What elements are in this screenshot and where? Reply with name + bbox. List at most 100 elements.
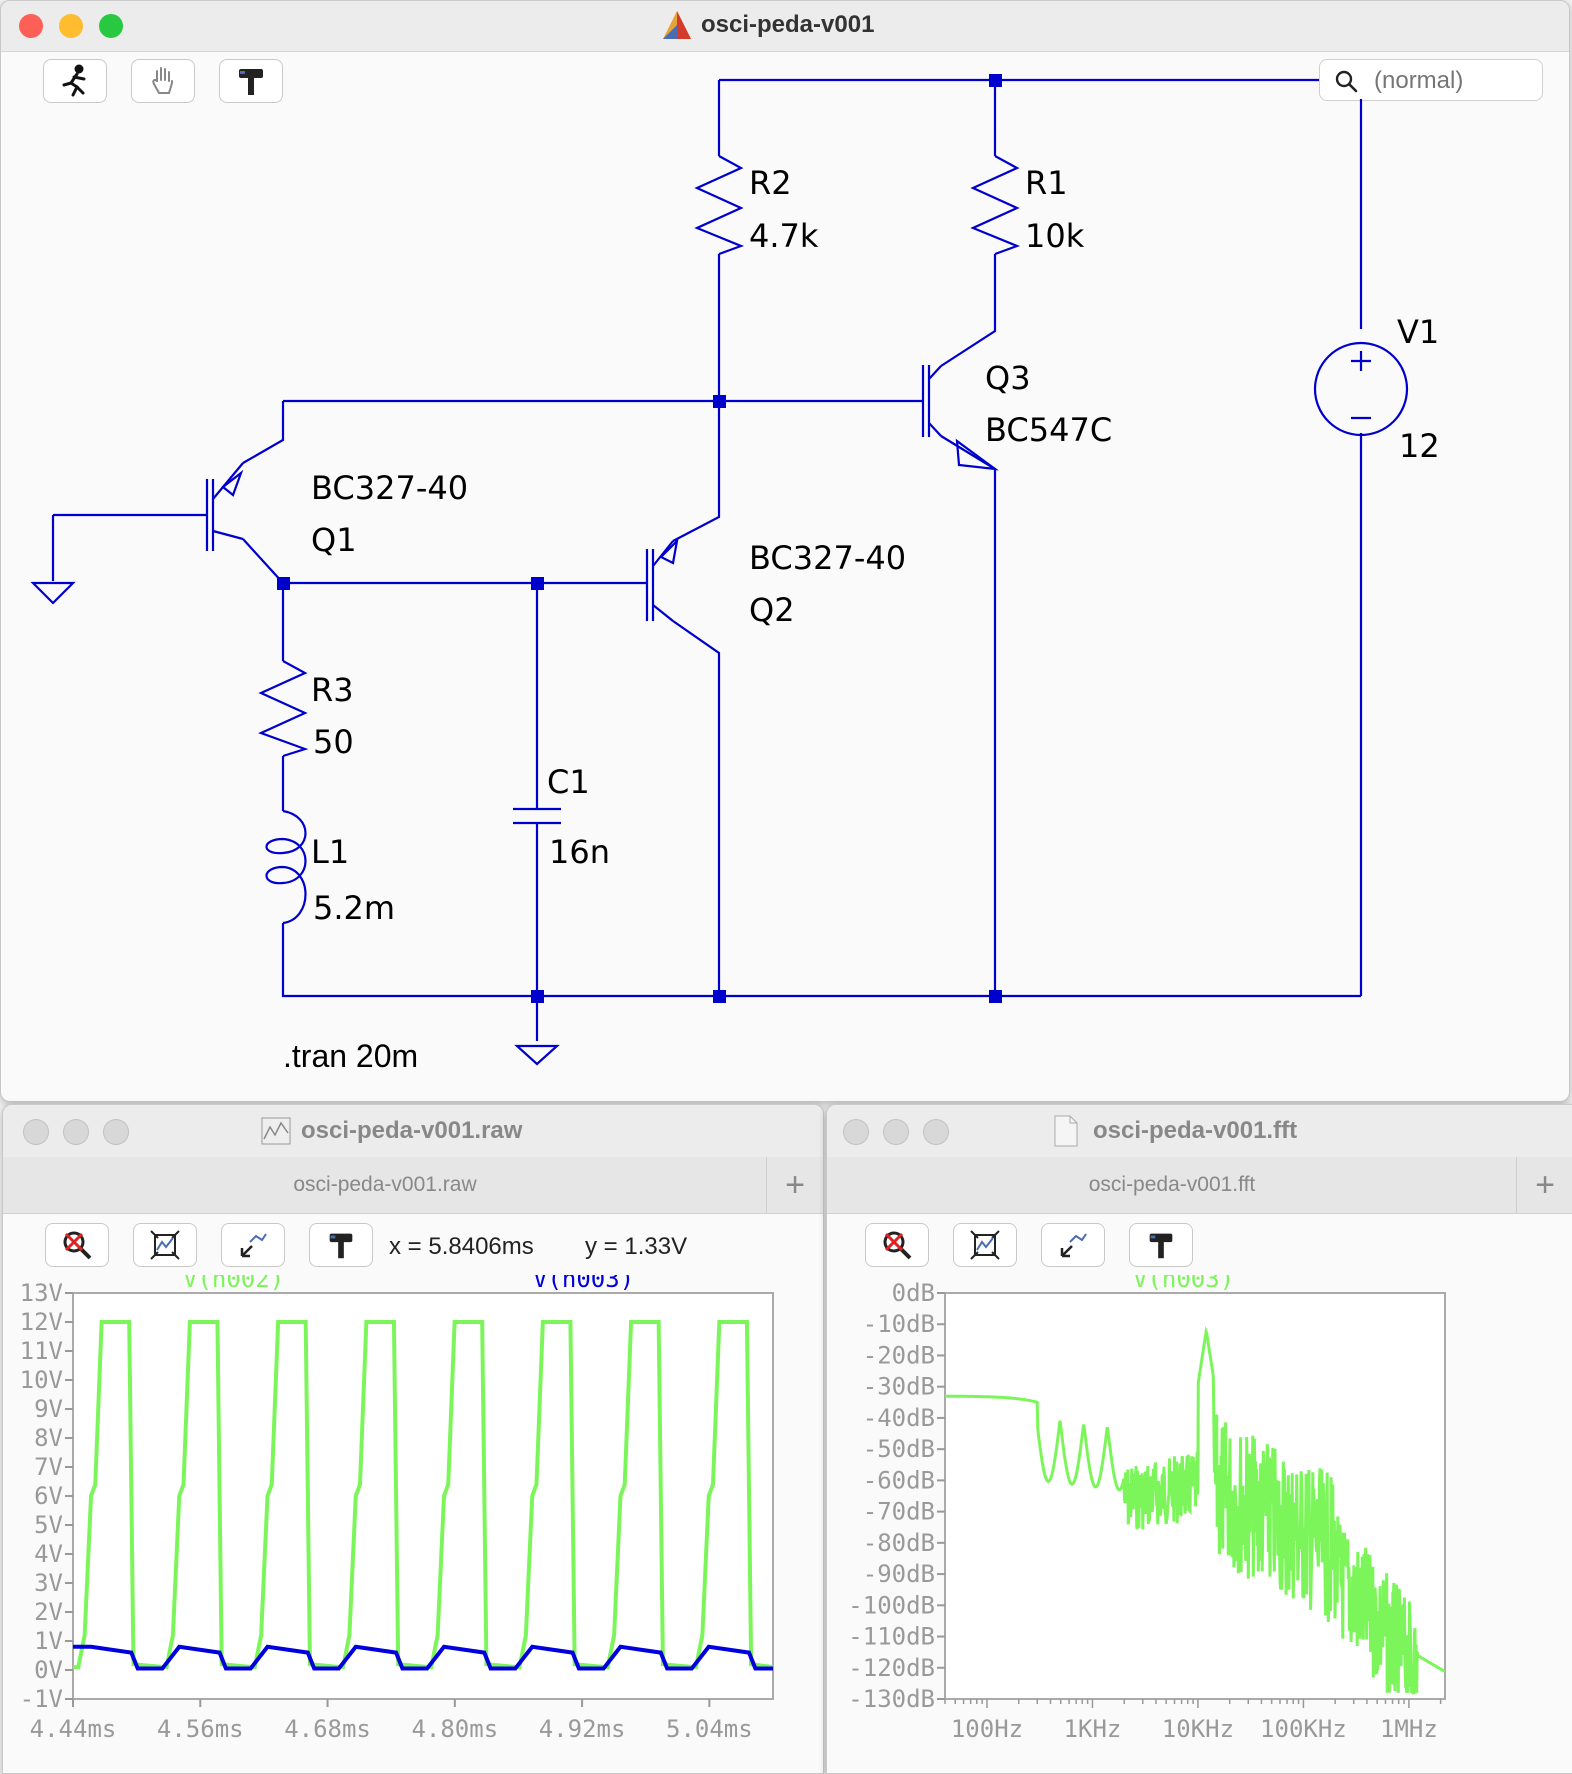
y-tick-label: 4V <box>34 1540 63 1568</box>
search-field[interactable] <box>1319 59 1543 101</box>
schematic-canvas[interactable]: R2 4.7k R1 10k V1 12 Q3 BC547C BC327-40 … <box>1 51 1569 1101</box>
fft-plot[interactable]: 0dB-10dB-20dB-30dB-40dB-50dB-60dB-70dB-8… <box>827 1275 1572 1773</box>
x-tick-label: 1KHz <box>1064 1715 1122 1743</box>
series-v-n003-line[interactable] <box>73 1644 773 1671</box>
zoom-back-button[interactable] <box>1041 1223 1105 1267</box>
hammer-button[interactable] <box>309 1223 373 1267</box>
fft-window[interactable]: osci-peda-v001.fft osci-peda-v001.fft + … <box>826 1104 1572 1774</box>
zoom-back-icon <box>240 1233 267 1258</box>
zoom-full-button[interactable] <box>133 1223 197 1267</box>
zoom-back-button[interactable] <box>221 1223 285 1267</box>
y-tick-label: -90dB <box>863 1560 935 1588</box>
pan-button[interactable] <box>131 59 195 103</box>
schematic-titlebar[interactable]: osci-peda-v001 <box>1 1 1569 52</box>
x-tick-label: 4.80ms <box>411 1715 498 1743</box>
q1-model: BC327-40 <box>311 469 468 507</box>
zoom-full-button[interactable] <box>953 1223 1017 1267</box>
minimize-button[interactable] <box>63 1119 89 1145</box>
x-tick-label: 4.56ms <box>157 1715 244 1743</box>
y-tick-label: 9V <box>34 1395 63 1423</box>
waveform-file-icon <box>261 1117 291 1145</box>
hand-icon <box>152 67 173 94</box>
x-tick-label: 1MHz <box>1380 1715 1438 1743</box>
l1-symbol[interactable] <box>265 809 307 925</box>
q2-name: Q2 <box>749 591 795 629</box>
fft-title: osci-peda-v001.fft <box>1093 1117 1298 1144</box>
run-icon <box>62 64 86 97</box>
add-tab-button[interactable]: + <box>1516 1157 1572 1213</box>
hammer-button[interactable] <box>1129 1223 1193 1267</box>
zoom-cancel-button[interactable] <box>865 1223 929 1267</box>
y-tick-label: -50dB <box>863 1435 935 1463</box>
v1-name: V1 <box>1397 313 1439 351</box>
hammer-button[interactable] <box>219 59 283 103</box>
junctions <box>277 74 1002 1003</box>
y-tick-label: -30dB <box>863 1373 935 1401</box>
minimize-button[interactable] <box>883 1119 909 1145</box>
v1-symbol[interactable] <box>1313 341 1409 437</box>
legend-v-n002[interactable]: V(n002) <box>183 1275 284 1293</box>
run-button[interactable] <box>43 59 107 103</box>
x-tick-label: 10KHz <box>1162 1715 1234 1743</box>
r1-value: 10k <box>1025 217 1085 255</box>
y-tick-label: 13V <box>20 1279 63 1307</box>
waveform-tab[interactable]: osci-peda-v001.raw <box>293 1173 477 1196</box>
c1-value: 16n <box>549 833 610 871</box>
close-button[interactable] <box>19 14 43 38</box>
y-tick-label: 6V <box>34 1482 63 1510</box>
series-v-n003-spectrum[interactable] <box>945 1326 1446 1695</box>
zoom-button[interactable] <box>923 1119 949 1145</box>
hammer-icon <box>239 69 263 95</box>
x-tick-label: 100Hz <box>951 1715 1023 1743</box>
waveform-titlebar[interactable]: osci-peda-v001.raw <box>3 1105 823 1158</box>
legend-v-n003[interactable]: V(n003) <box>533 1275 634 1293</box>
y-tick-label: -80dB <box>863 1529 935 1557</box>
x-tick-label: 4.68ms <box>284 1715 371 1743</box>
zoom-button[interactable] <box>103 1119 129 1145</box>
fft-tab[interactable]: osci-peda-v001.fft <box>1088 1173 1256 1196</box>
y-tick-label: 2V <box>34 1598 63 1626</box>
minimize-button[interactable] <box>59 14 83 38</box>
zoom-cancel-icon <box>883 1231 912 1260</box>
y-tick-label: -110dB <box>848 1623 935 1651</box>
q2-symbol[interactable] <box>645 537 679 622</box>
y-tick-label: 12V <box>20 1308 63 1336</box>
c1-symbol[interactable] <box>513 807 561 825</box>
r3-value: 50 <box>313 723 354 761</box>
fft-file-icon <box>1054 1115 1078 1147</box>
y-tick-label: 0V <box>34 1656 63 1684</box>
zoom-cancel-button[interactable] <box>45 1223 109 1267</box>
fft-titlebar[interactable]: osci-peda-v001.fft <box>827 1105 1572 1158</box>
y-tick-label: 3V <box>34 1569 63 1597</box>
add-tab-button[interactable]: + <box>766 1157 823 1213</box>
legend-v-n003[interactable]: V(n003) <box>1133 1275 1234 1293</box>
c1-name: C1 <box>547 763 590 801</box>
y-tick-label: 11V <box>20 1337 63 1365</box>
r3-symbol[interactable] <box>258 660 309 758</box>
r1-symbol[interactable] <box>970 155 1021 256</box>
y-tick-label: -60dB <box>863 1466 935 1494</box>
close-button[interactable] <box>843 1119 869 1145</box>
zoom-button[interactable] <box>99 14 123 38</box>
zoom-full-icon <box>150 1230 180 1260</box>
search-input[interactable] <box>1372 66 1536 96</box>
y-tick-label: -20dB <box>863 1341 935 1369</box>
y-tick-label: 0dB <box>892 1279 935 1307</box>
ground-q1-symbol <box>30 581 76 605</box>
close-button[interactable] <box>23 1119 49 1145</box>
zoom-cancel-icon <box>63 1231 92 1260</box>
waveform-window[interactable]: osci-peda-v001.raw osci-peda-v001.raw + … <box>2 1104 824 1774</box>
r1-name: R1 <box>1025 164 1068 202</box>
y-tick-label: 1V <box>34 1627 63 1655</box>
tran-directive[interactable]: .tran 20m <box>283 1038 418 1074</box>
y-tick-label: -10dB <box>863 1310 935 1338</box>
schematic-window[interactable]: osci-peda-v001 <box>0 0 1570 1102</box>
zoom-back-icon <box>1060 1233 1087 1258</box>
q3-symbol[interactable] <box>921 365 999 471</box>
y-tick-label: 5V <box>34 1511 63 1539</box>
q1-symbol[interactable] <box>205 462 244 551</box>
r2-symbol[interactable] <box>694 155 745 256</box>
zoom-full-icon <box>970 1230 1000 1260</box>
schematic-title: osci-peda-v001 <box>701 11 875 38</box>
